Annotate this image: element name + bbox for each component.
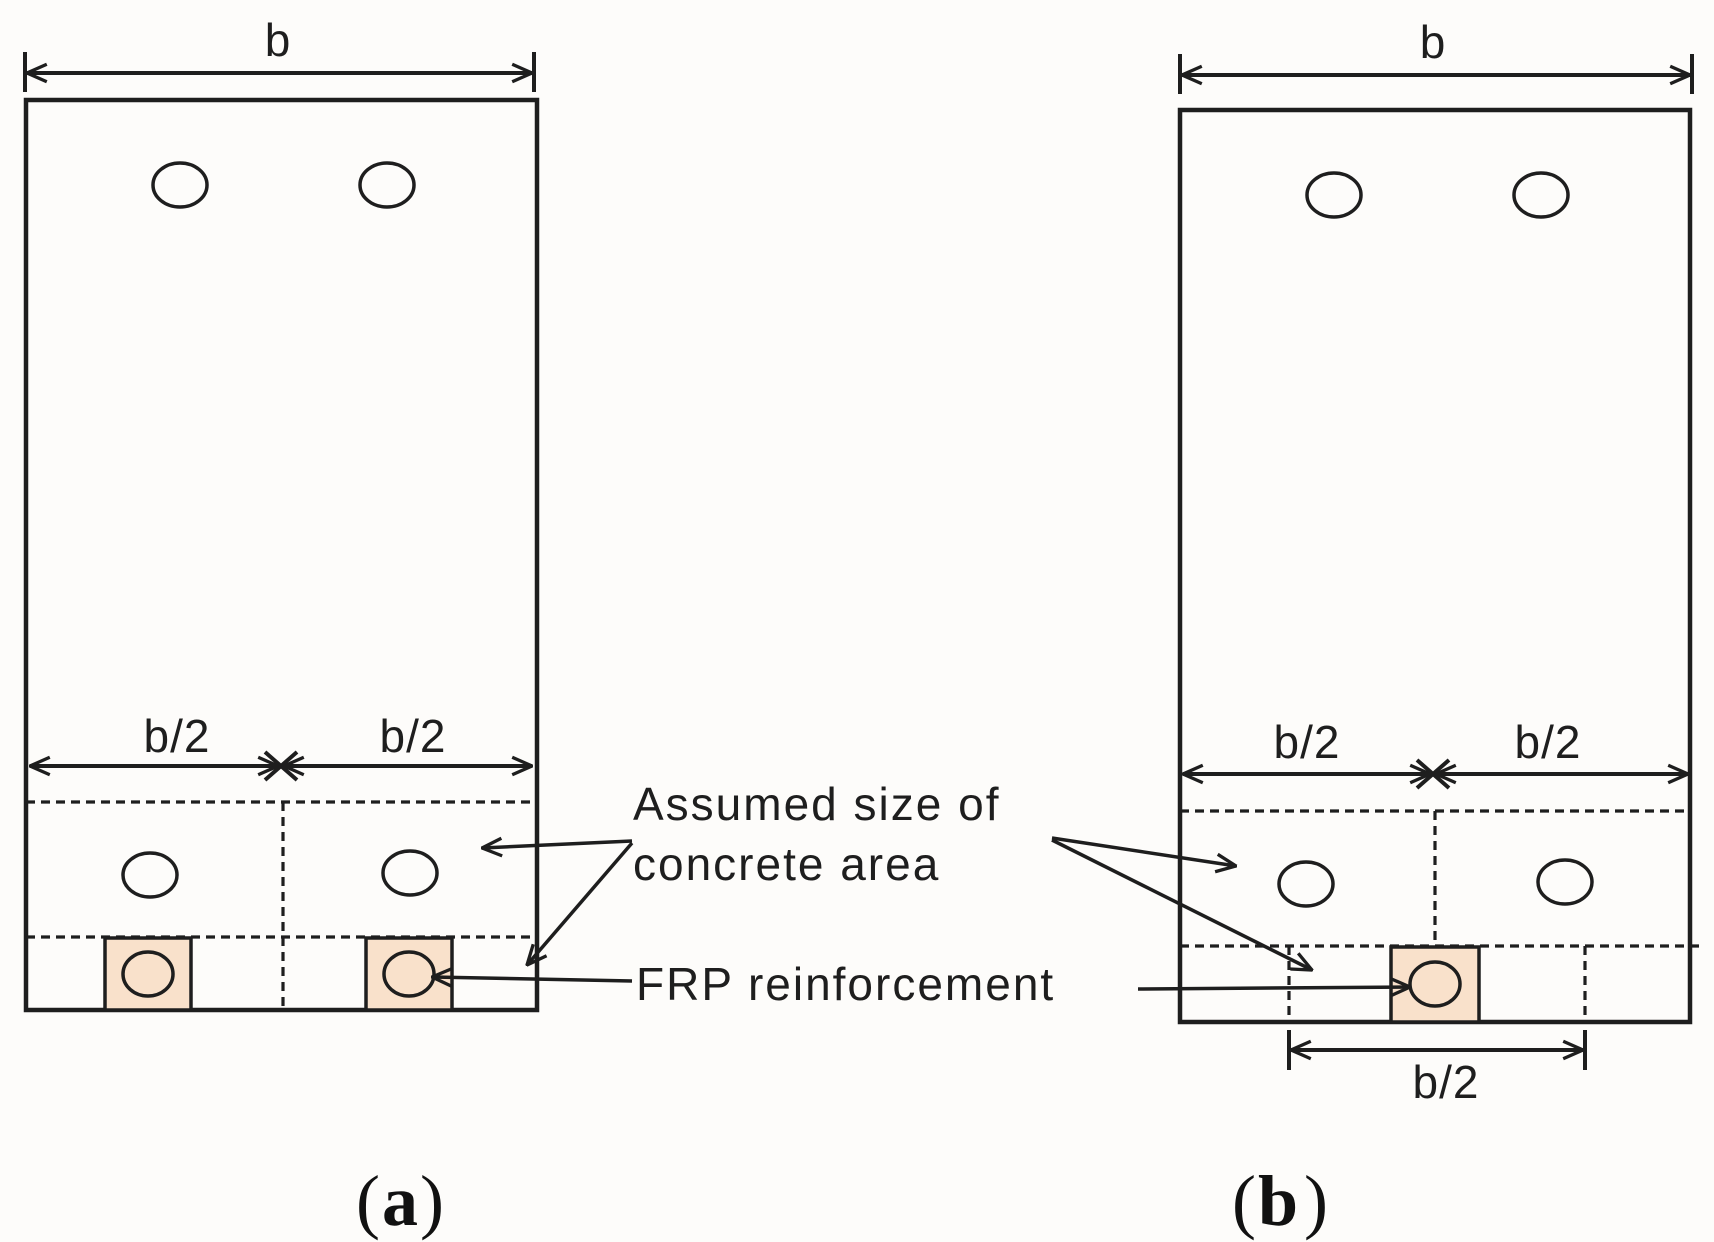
a-section-outline xyxy=(23,97,540,1013)
caption-a-letter: a xyxy=(382,1161,418,1241)
panel-b: b b/2 b/2 b xyxy=(1177,16,1700,1241)
a-frp-box-left xyxy=(103,936,193,1012)
b-frp-leader xyxy=(1137,987,1410,989)
b-width-label: b xyxy=(1420,16,1447,68)
b-top-bar-right xyxy=(1512,171,1570,219)
a-frp-box-right xyxy=(364,936,454,1012)
a-top-bar-right xyxy=(358,161,416,209)
a-concrete-leader-lower xyxy=(527,841,634,965)
b-half-width-dimension: b/2 b/2 xyxy=(1183,716,1688,790)
a-width-label: b xyxy=(265,14,292,66)
caption-b-close: ) xyxy=(1304,1161,1328,1241)
a-frp-bar-left xyxy=(121,950,175,998)
a-bottom-bar-left xyxy=(121,851,179,899)
caption-b-open: ( xyxy=(1232,1161,1256,1241)
caption-a-close: ) xyxy=(420,1161,444,1241)
a-concrete-leader-upper xyxy=(482,841,633,848)
a-width-dimension: b xyxy=(23,14,536,92)
annotations: Assumed size of concrete area FRP reinfo… xyxy=(432,778,1410,1010)
caption-b-letter: b xyxy=(1258,1161,1298,1241)
a-frp-leader xyxy=(432,977,633,981)
a-bottom-bar-right xyxy=(381,849,439,897)
b-half-left-label: b/2 xyxy=(1274,716,1341,768)
b-frp-box xyxy=(1389,945,1481,1024)
concrete-area-label-line1: Assumed size of xyxy=(633,778,1000,830)
a-half-width-dimension: b/2 b/2 xyxy=(30,710,532,782)
b-width-dimension: b xyxy=(1178,16,1694,94)
concrete-area-label-line2: concrete area xyxy=(633,838,940,890)
caption-a-open: ( xyxy=(356,1161,380,1241)
panel-a: b b/2 b/2 ( a ) xyxy=(23,14,540,1241)
b-concrete-leader-lower xyxy=(1051,838,1312,970)
b-section-outline xyxy=(1177,107,1693,1025)
b-half-right-label: b/2 xyxy=(1515,716,1582,768)
b-bottom-bar-left xyxy=(1277,860,1335,908)
a-half-right-label: b/2 xyxy=(380,710,447,762)
b-top-bar-left xyxy=(1305,171,1363,219)
a-half-left-label: b/2 xyxy=(144,710,211,762)
b-bottom-dimension: b/2 xyxy=(1287,1030,1587,1108)
b-concrete-leader-upper xyxy=(1051,836,1236,866)
b-half-bottom-label: b/2 xyxy=(1413,1056,1480,1108)
frp-label: FRP reinforcement xyxy=(636,958,1055,1010)
b-bottom-bar-right xyxy=(1536,858,1594,906)
a-top-bar-left xyxy=(151,161,209,209)
